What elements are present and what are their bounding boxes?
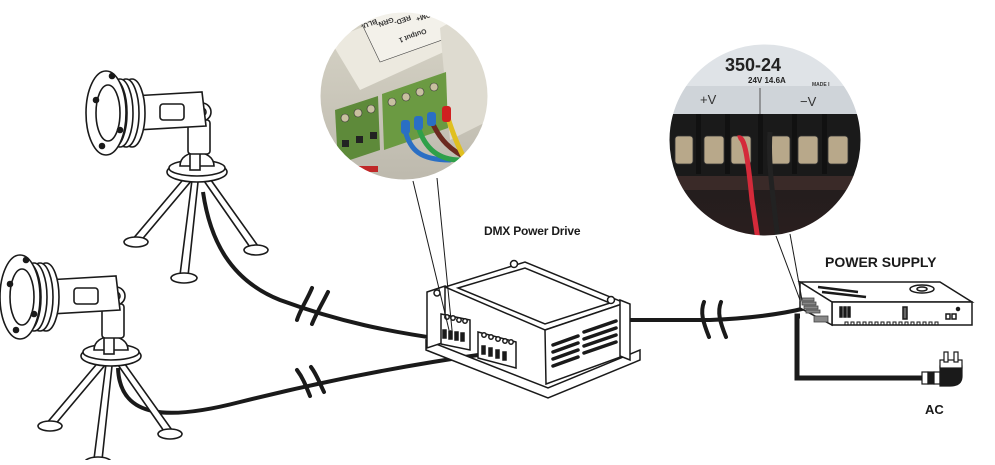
- power-supply-label: POWER SUPPLY: [825, 254, 937, 270]
- psu-positive-label: +V: [700, 92, 717, 107]
- psu-output-label: TPUT: [668, 78, 687, 85]
- cable-break-marks: [295, 286, 728, 398]
- spotlight-1: [85, 70, 269, 284]
- dmx-power-drive-label: DMX Power Drive: [484, 224, 581, 238]
- psu-model: 350-24: [725, 55, 781, 75]
- cables: [116, 191, 932, 415]
- dmx-terminal-photo: Output 1 COM+ RED- GRN- BLU-: [320, 8, 488, 180]
- spotlight-2: [0, 254, 183, 465]
- psu-made-in: MADE I: [812, 82, 830, 88]
- callout-lines-psu: [775, 233, 803, 301]
- cable-spotlight-2: [116, 352, 486, 415]
- psu-rating: 24V 14.6A: [748, 76, 786, 85]
- callout-lines-dmx: [412, 177, 453, 331]
- ac-plug: [921, 351, 963, 387]
- cable-spotlight-1: [201, 191, 449, 342]
- psu-negative-label: −V: [800, 94, 817, 109]
- label-com: COM+: [415, 8, 437, 22]
- cable-psu-to-ac: [794, 313, 932, 381]
- cable-drive-to-psu: [626, 306, 807, 322]
- dmx-power-drive: [425, 259, 641, 399]
- power-supply: [797, 280, 975, 327]
- psu-terminal-photo: 350-24 TPUT 24V 14.6A MADE I +V −V: [668, 44, 861, 236]
- ac-label: AC: [925, 402, 944, 417]
